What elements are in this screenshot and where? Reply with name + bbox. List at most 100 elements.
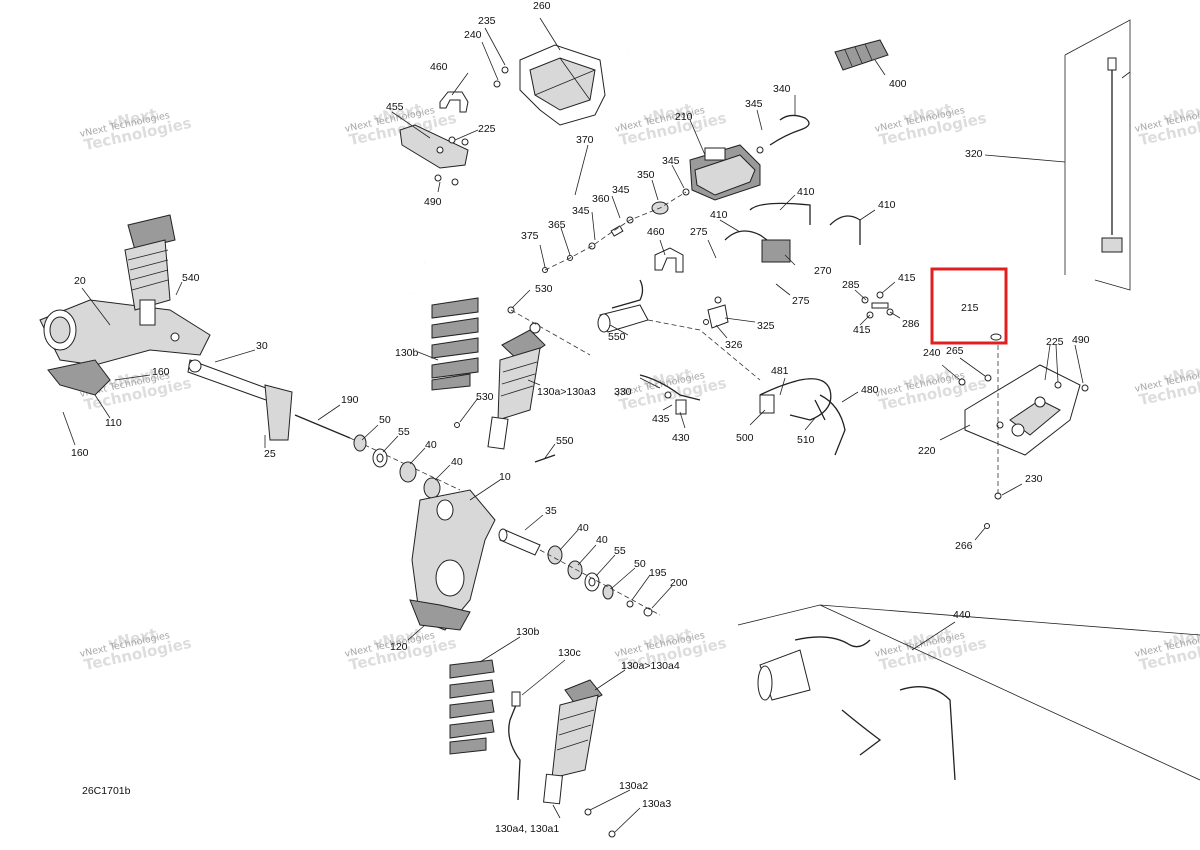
label-481: 481 <box>771 365 789 377</box>
label-326: 326 <box>725 339 743 351</box>
valve-chain-drawing <box>542 188 690 273</box>
label-530: 530 <box>476 391 494 403</box>
shaft-35-drawing <box>498 528 661 617</box>
label-200: 200 <box>670 577 688 589</box>
label-225: 225 <box>1046 336 1064 348</box>
label-40: 40 <box>425 439 437 451</box>
washer-215-drawing <box>990 333 1002 341</box>
shock-left-drawing <box>124 214 176 326</box>
spring-130b-lower-drawing <box>449 659 495 755</box>
label-210: 210 <box>675 111 693 123</box>
leader-lines <box>62 17 1084 833</box>
label-410: 410 <box>878 199 896 211</box>
label-490: 490 <box>424 196 442 208</box>
hose-130c-drawing <box>508 691 521 801</box>
fitting-325-drawing <box>703 296 729 329</box>
label-275: 275 <box>690 226 708 238</box>
mount-10-drawing <box>409 489 496 631</box>
label-460: 460 <box>430 61 448 73</box>
label-130a-130a3: 130a>130a3 <box>537 386 596 398</box>
watermark: vNext vNext Technologies Technologies <box>79 625 193 674</box>
label-410: 410 <box>710 209 728 221</box>
label-40: 40 <box>577 522 589 534</box>
watermark: vNext vNext Technologies Technologies <box>79 105 193 154</box>
label-345: 345 <box>745 98 763 110</box>
clip-460b-drawing <box>654 247 684 273</box>
label-350: 350 <box>637 169 655 181</box>
label-215: 215 <box>961 302 979 314</box>
label-550: 550 <box>608 331 626 343</box>
label-50: 50 <box>634 558 646 570</box>
label-430: 430 <box>672 432 690 444</box>
label-370: 370 <box>576 134 594 146</box>
label-160: 160 <box>152 366 170 378</box>
watermark: vNext vNext Technologies Technologies <box>1134 625 1200 674</box>
highlight-box-215[interactable] <box>930 267 1008 345</box>
bracket-260-drawing <box>493 44 606 126</box>
label-260: 260 <box>533 0 551 12</box>
hose-340-drawing <box>769 114 810 146</box>
label-130a3: 130a3 <box>642 798 671 810</box>
label-230: 230 <box>1025 473 1043 485</box>
label-130b: 130b <box>395 347 419 359</box>
label-550: 550 <box>556 435 574 447</box>
label-360: 360 <box>592 193 610 205</box>
label-30: 30 <box>256 340 268 352</box>
label-455: 455 <box>386 101 404 113</box>
label-340: 340 <box>773 83 791 95</box>
hose-370-drawing <box>382 49 631 296</box>
label-285: 285 <box>842 279 860 291</box>
label-345: 345 <box>572 205 590 217</box>
bolts-center-drawing <box>454 306 591 463</box>
label-195: 195 <box>649 567 667 579</box>
label-25: 25 <box>264 448 276 460</box>
clip-460-drawing <box>439 91 469 113</box>
part-labels: 235 260 240 460 455 225 490 370 210 345 … <box>71 0 1090 835</box>
shock-130a-lower-drawing <box>543 679 616 838</box>
label-265: 265 <box>946 345 964 357</box>
label-130a4-130a1: 130a4, 130a1 <box>495 823 559 835</box>
label-440: 440 <box>953 609 971 621</box>
label-490: 490 <box>1072 334 1090 346</box>
label-20: 20 <box>74 275 86 287</box>
sensor-330-drawing <box>639 374 701 415</box>
wire-410-drawing <box>724 202 861 263</box>
label-10: 10 <box>499 471 511 483</box>
label-35: 35 <box>545 505 557 517</box>
inset-440-drawing <box>737 604 1200 781</box>
label-225: 225 <box>478 123 496 135</box>
bracket-455-drawing <box>399 124 469 186</box>
label-240: 240 <box>464 29 482 41</box>
label-480: 480 <box>861 384 879 396</box>
label-435: 435 <box>652 413 670 425</box>
rod-30-drawing <box>187 359 293 441</box>
label-286: 286 <box>902 318 920 330</box>
label-190: 190 <box>341 394 359 406</box>
plate-220-drawing <box>958 345 1089 529</box>
label-55: 55 <box>398 426 410 438</box>
label-40: 40 <box>451 456 463 468</box>
label-510: 510 <box>797 434 815 446</box>
label-240: 240 <box>923 347 941 359</box>
label-130b: 130b <box>516 626 540 638</box>
label-55: 55 <box>614 545 626 557</box>
label-120: 120 <box>390 641 408 653</box>
label-345: 345 <box>612 184 630 196</box>
label-130a2: 130a2 <box>619 780 648 792</box>
hardware-285-drawing <box>861 291 894 319</box>
watermark: vNext vNext Technologies Technologies <box>874 100 988 149</box>
spring-130b-drawing <box>431 297 479 391</box>
label-500: 500 <box>736 432 754 444</box>
label-160: 160 <box>71 447 89 459</box>
label-320: 320 <box>965 148 983 160</box>
label-266: 266 <box>955 540 973 552</box>
watermark: vNext vNext Technologies Technologies <box>874 625 988 674</box>
label-235: 235 <box>478 15 496 27</box>
watermark: vNext vNext Technologies Technologies <box>1134 360 1200 409</box>
accumulator-550-drawing <box>597 279 761 381</box>
shock-130a-drawing <box>487 322 546 450</box>
label-415: 415 <box>898 272 916 284</box>
harness-480-drawing <box>759 378 846 456</box>
label-110: 110 <box>105 417 122 429</box>
